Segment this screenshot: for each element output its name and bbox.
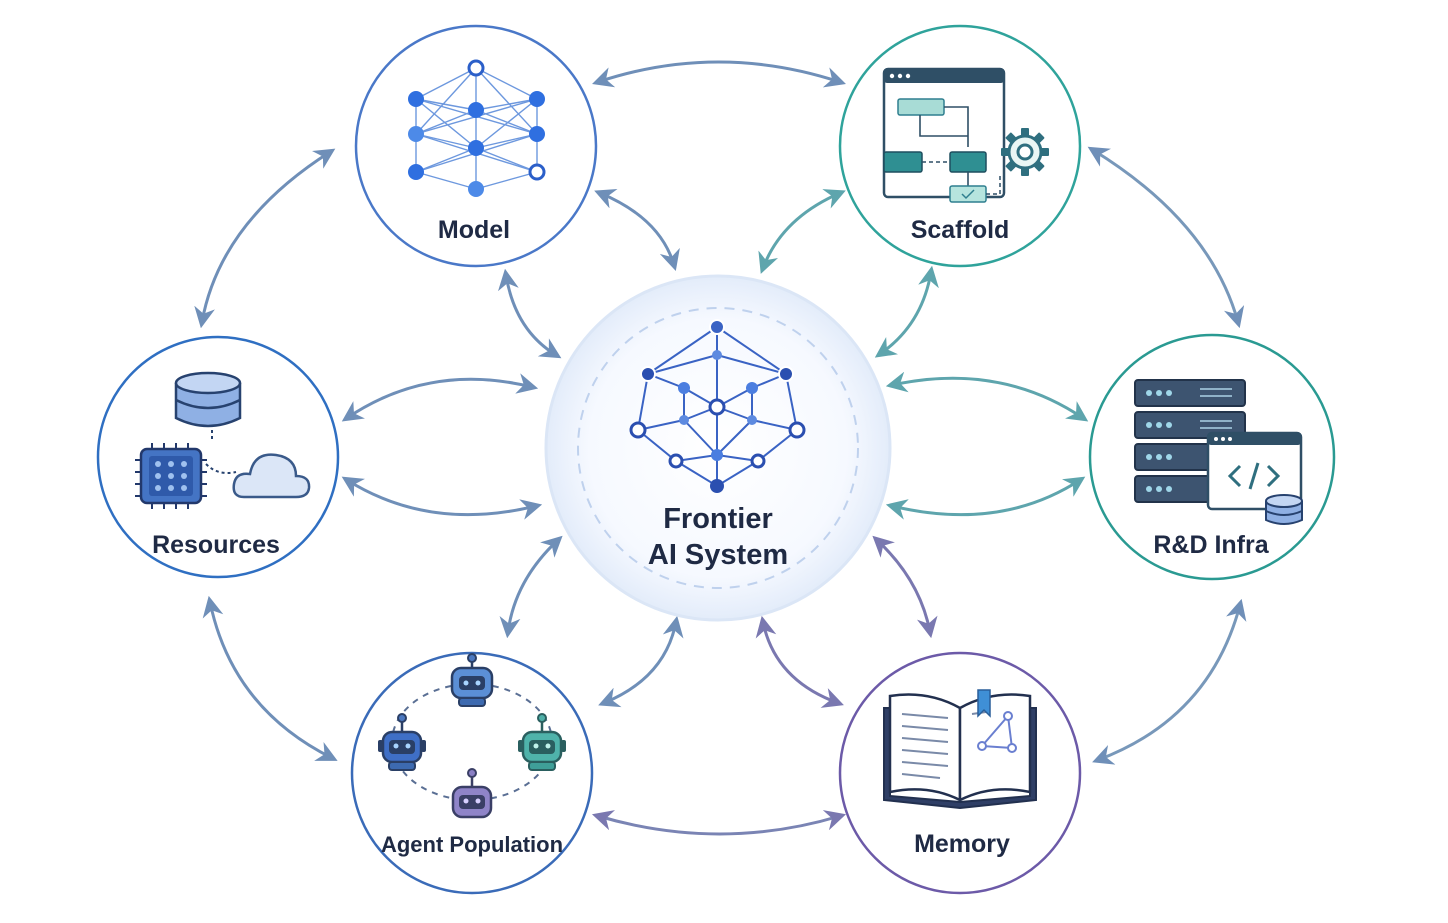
robot-icon-top	[450, 653, 494, 707]
robot-icon-left	[378, 713, 426, 771]
node-resources-label: Resources	[152, 531, 280, 559]
arrow-agents-memory	[591, 810, 847, 836]
center-node: Frontier AI System	[544, 274, 892, 622]
arrow-center-resources-2	[341, 476, 543, 520]
arrow-center-scaffold-2	[874, 265, 939, 358]
robot-icon-bottom	[451, 768, 493, 819]
code-window-icon	[1206, 431, 1303, 511]
node-rd-infra-label: R&D Infra	[1153, 531, 1269, 559]
neural-network-nodes	[408, 59, 546, 197]
arrow-resources-agents	[202, 595, 338, 761]
arrow-model-resources	[194, 148, 336, 329]
database-icon	[174, 371, 242, 428]
node-model-label: Model	[438, 216, 510, 244]
arrow-center-scaffold-1	[758, 189, 846, 274]
arrow-rdinfra-memory	[1092, 598, 1247, 765]
arrow-scaffold-rdinfra	[1087, 146, 1245, 329]
arrow-center-resources-1	[341, 373, 539, 422]
database-small-icon	[1265, 494, 1303, 525]
connector-arrows	[194, 60, 1247, 836]
node-resources: Resources	[96, 335, 340, 579]
node-scaffold: Scaffold	[838, 24, 1082, 268]
arrow-center-rdinfra-1	[885, 371, 1089, 422]
arrow-center-agents-2	[598, 615, 684, 708]
center-title-line1: Frontier	[663, 503, 773, 535]
node-memory: Memory	[838, 651, 1082, 895]
arrow-center-model-2	[498, 268, 562, 359]
arrow-center-rdinfra-2	[885, 476, 1086, 520]
node-scaffold-label: Scaffold	[911, 216, 1010, 244]
arrow-center-memory-2	[755, 615, 844, 708]
resource-link-dashed-2	[205, 463, 237, 474]
neural-mesh-nodes	[629, 319, 806, 493]
node-memory-label: Memory	[914, 830, 1010, 858]
node-agent-population-label: Agent Population	[381, 832, 563, 857]
arrow-center-model-1	[594, 188, 680, 272]
arrow-center-agents-1	[499, 535, 563, 639]
node-model: Model	[354, 24, 598, 268]
neural-network-icon	[415, 67, 538, 190]
processor-chip-icon	[135, 443, 207, 509]
robot-icon-right	[518, 713, 566, 771]
open-book-icon	[883, 689, 1037, 810]
node-agent-population: Agent Population	[350, 651, 594, 895]
arrow-center-memory-1	[872, 535, 938, 639]
arrow-model-scaffold	[592, 60, 846, 88]
node-rd-infra: R&D Infra	[1088, 333, 1336, 581]
workflow-window-icon	[882, 67, 1006, 203]
center-title-line2: AI System	[648, 539, 788, 571]
gear-icon	[1001, 128, 1049, 176]
cloud-icon	[232, 453, 311, 499]
